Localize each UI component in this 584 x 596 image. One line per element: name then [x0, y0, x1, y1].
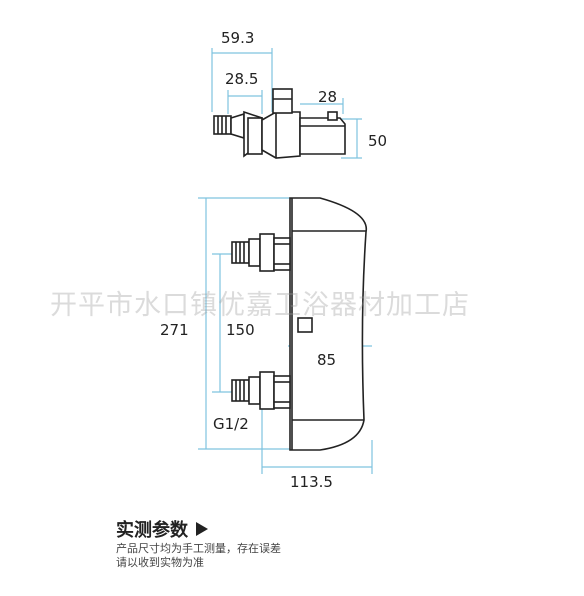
dim-113-5: 113.5	[290, 473, 333, 491]
dim-g12: G1/2	[213, 415, 249, 433]
dim-28-5: 28.5	[225, 70, 258, 88]
watermark-text: 开平市水口镇优嘉卫浴器材加工店	[50, 290, 470, 321]
dim-85: 85	[317, 351, 336, 369]
top-view-dimension-lines	[211, 48, 362, 159]
top-view-valve-outline	[213, 88, 346, 159]
front-view: 271 150 85 G1/2 113.5	[160, 197, 373, 491]
caption-title: 实测参数	[116, 516, 281, 542]
caption-line-1: 产品尺寸均为手工测量，存在误差	[116, 542, 281, 555]
dim-150: 150	[226, 321, 255, 339]
front-view-valve-outline	[231, 197, 368, 451]
dim-28: 28	[318, 88, 337, 106]
top-view: 59.3 28.5 28 50	[211, 29, 387, 159]
dim-271: 271	[160, 321, 189, 339]
dim-50: 50	[368, 132, 387, 150]
caption-title-text: 实测参数	[116, 520, 188, 541]
caption-block: 实测参数 产品尺寸均为手工测量，存在误差 请以收到实物为准	[116, 516, 281, 570]
caption-line-2: 请以收到实物为准	[116, 556, 204, 569]
dim-59-3: 59.3	[221, 29, 254, 47]
play-triangle-icon	[196, 522, 208, 536]
